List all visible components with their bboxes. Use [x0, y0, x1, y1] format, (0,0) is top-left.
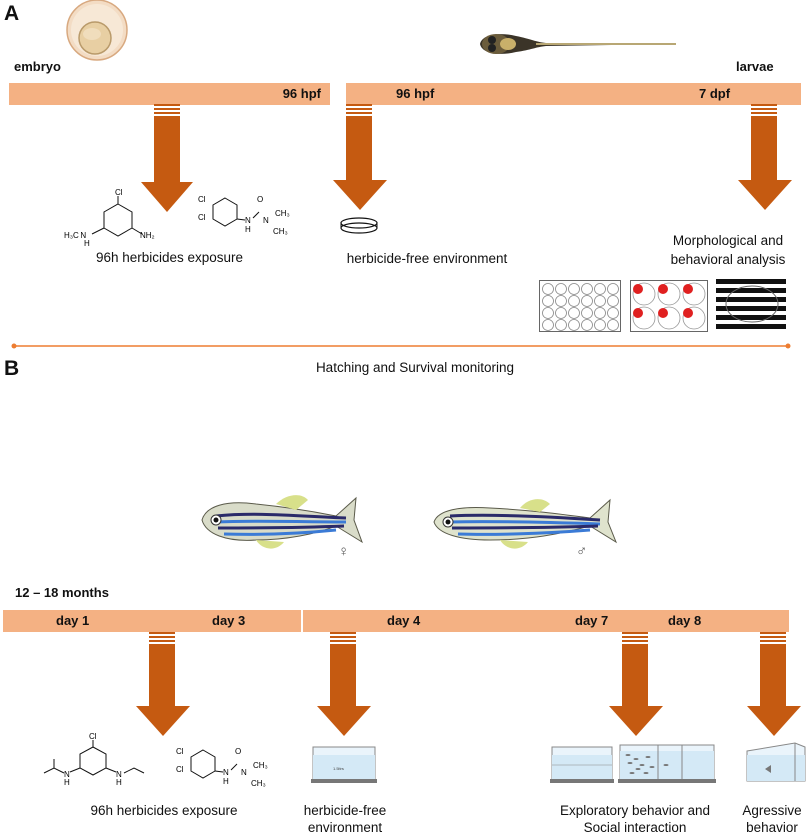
diuron-cl2: Cl — [198, 213, 206, 222]
social-interaction-tank-icon — [618, 744, 716, 783]
recovery-bar-a: 96 hpf 7 dpf — [346, 83, 801, 105]
terbuthylazine-n2: N — [116, 770, 122, 779]
exposure-bar-a: 96 hpf — [9, 83, 330, 105]
atrazine-nh2: NH₂ — [140, 231, 155, 240]
caption-exposure-a: 96h herbicides exposure — [95, 250, 244, 265]
bar-label-day3: day 3 — [212, 613, 246, 628]
larvae-label: larvae — [736, 59, 774, 74]
exploratory-tank-icon — [550, 746, 614, 783]
diuron-b-ch3a: CH₃ — [253, 761, 268, 770]
bar-label-day7: day 7 — [575, 613, 609, 628]
diuron-o: O — [257, 195, 263, 204]
diuron-n2: N — [263, 216, 269, 225]
male-symbol: ♂ — [576, 543, 588, 560]
bar-label-day4: day 4 — [387, 613, 421, 628]
diuron-n1: N — [245, 216, 251, 225]
caption-exposure-b: 96h herbicides exposure — [90, 803, 238, 818]
arrow-down-icon — [333, 104, 387, 210]
male-zebrafish-image — [433, 498, 618, 549]
caption-free-b-line1: herbicide-free — [303, 803, 387, 818]
atrazine-h: H — [84, 239, 90, 248]
exposure-bar-b: day 1 day 3 — [3, 610, 301, 632]
diuron-structure: Cl Cl N H O N CH₃ CH₃ — [198, 195, 290, 236]
terbuthylazine-cl: Cl — [89, 732, 97, 741]
arrow-down-icon — [141, 104, 193, 212]
arrow-down-icon — [609, 632, 663, 736]
atrazine-structure: Cl H₃C N H NH₂ — [64, 188, 155, 248]
optomotor-stripes-icon — [716, 278, 786, 334]
terbuthylazine-h2: H — [116, 778, 122, 787]
diuron-b-o: O — [235, 747, 241, 756]
diuron-cl1: Cl — [198, 195, 206, 204]
diuron-b-h: H — [223, 777, 229, 786]
aquarium-tank-icon: 1.5ltrs — [311, 746, 377, 783]
diuron-b-cl1: Cl — [176, 747, 184, 756]
well-plate-24-icon — [539, 280, 621, 332]
arrow-down-icon — [738, 104, 792, 210]
monitoring-label: Hatching and Survival monitoring — [315, 360, 515, 375]
caption-free-a: herbicide-free environment — [346, 251, 508, 266]
diuron-ch3b: CH₃ — [273, 227, 288, 236]
diuron-b-n2: N — [241, 768, 247, 777]
atrazine-cl: Cl — [115, 188, 123, 197]
bar-label-day8: day 8 — [668, 613, 702, 628]
embryo-image — [66, 0, 128, 61]
svg-text:1.5ltrs: 1.5ltrs — [333, 766, 344, 771]
diuron-b-ch3b: CH₃ — [251, 779, 266, 788]
caption-exploratory-line2: Social interaction — [583, 820, 687, 835]
bar-label-day1: day 1 — [56, 613, 90, 628]
diuron-h: H — [245, 225, 251, 234]
atrazine-h3c: H₃C N — [64, 231, 86, 240]
diuron-ch3a: CH₃ — [275, 209, 290, 218]
caption-aggressive-line1: Agressive — [742, 803, 802, 818]
bar-label-7dpf: 7 dpf — [699, 86, 731, 101]
diuron-structure-b: Cl Cl N H O N CH₃ CH₃ — [176, 747, 268, 788]
caption-free-b-line2: environment — [307, 820, 383, 835]
petri-dish-icon — [340, 217, 378, 234]
diuron-b-n1: N — [223, 768, 229, 777]
caption-analysis-line2: behavioral analysis — [670, 252, 786, 267]
panel-b-letter: B — [4, 357, 20, 380]
terbuthylazine-structure: Cl N H N H — [43, 732, 145, 787]
caption-exploratory-line1: Exploratory behavior and — [559, 803, 711, 818]
bar-label-96hpf: 96 hpf — [282, 86, 321, 101]
female-symbol: ♀ — [338, 543, 350, 560]
larva-image — [480, 34, 676, 54]
diuron-b-cl2: Cl — [176, 765, 184, 774]
arrow-down-icon — [747, 632, 801, 736]
caption-analysis-line1: Morphological and — [672, 233, 784, 248]
arrow-down-icon — [317, 632, 371, 736]
bar-label-96hpf-start: 96 hpf — [396, 86, 435, 101]
age-label: 12 – 18 months — [15, 585, 109, 600]
caption-aggressive-line2: behavior — [746, 820, 798, 835]
embryo-label: embryo — [14, 59, 61, 74]
female-zebrafish-image — [201, 495, 363, 549]
arrow-down-icon — [136, 632, 190, 736]
panel-a-letter: A — [4, 2, 20, 25]
mirror-test-tank-icon — [746, 742, 806, 782]
monitoring-timeline-line — [11, 343, 791, 349]
terbuthylazine-n1: N — [64, 770, 70, 779]
recovery-bar-b: day 4 day 7 day 8 — [303, 610, 789, 632]
well-plate-6-icon — [630, 280, 708, 332]
terbuthylazine-h1: H — [64, 778, 70, 787]
